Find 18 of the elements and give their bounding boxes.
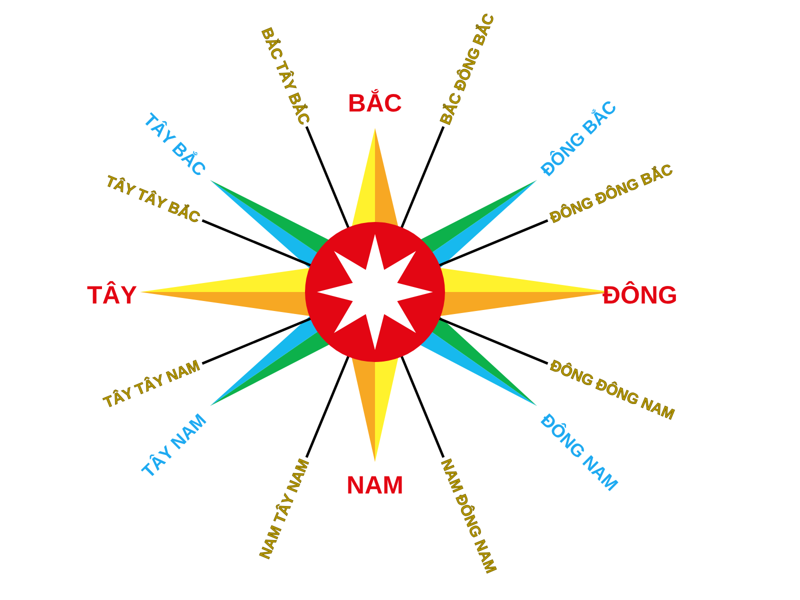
direction-label: TÂY bbox=[87, 284, 137, 308]
direction-label: TÂY TÂY BẮC bbox=[104, 174, 202, 226]
direction-label: BẮC TÂY BẮC bbox=[258, 26, 312, 127]
direction-label: ĐÔNG bbox=[602, 284, 678, 308]
leader-line bbox=[437, 219, 548, 268]
leader-line bbox=[400, 126, 445, 230]
leader-line bbox=[202, 219, 313, 268]
leader-line bbox=[400, 354, 445, 458]
leader-line bbox=[305, 126, 350, 230]
direction-label: BẮC bbox=[348, 92, 402, 116]
leader-line bbox=[305, 354, 350, 458]
leader-line bbox=[437, 316, 548, 365]
leader-line bbox=[202, 316, 313, 365]
direction-label: BẮC ĐÔNG BẮC bbox=[438, 12, 497, 127]
direction-label: TÂY TÂY NAM bbox=[102, 358, 202, 411]
direction-label: NAM TÂY NAM bbox=[258, 457, 312, 562]
direction-label: NAM bbox=[346, 474, 404, 498]
direction-label: NAM ĐÔNG NAM bbox=[438, 457, 498, 576]
